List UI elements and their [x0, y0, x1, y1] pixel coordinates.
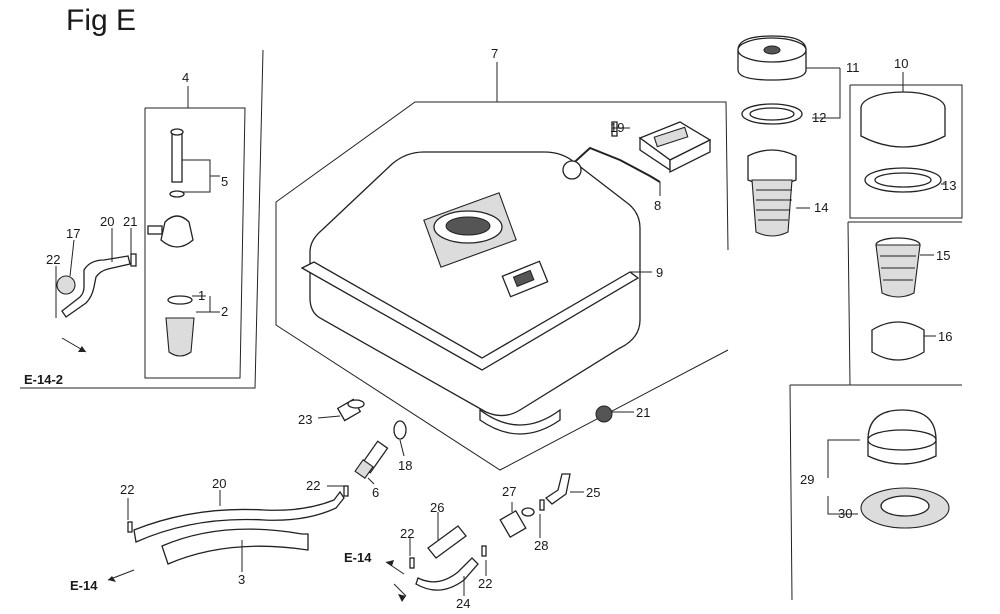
plug-20 — [595, 405, 613, 423]
fuel-valve-assembly — [147, 128, 195, 357]
callout-6: 6 — [372, 485, 379, 500]
hose-21-lower — [133, 490, 345, 543]
callout-1: 1 — [198, 288, 205, 303]
callout-30: 30 — [838, 506, 852, 521]
callout-19: 19 — [610, 120, 624, 135]
callout-21-upper: 20 — [100, 214, 114, 229]
callout-18: 18 — [398, 458, 412, 473]
callout-23: 23 — [298, 412, 312, 427]
washer-18 — [393, 420, 407, 440]
callout-27: 27 — [502, 484, 516, 499]
hose-3 — [161, 528, 309, 565]
callout-9: 9 — [656, 265, 663, 280]
callout-8: 8 — [654, 198, 661, 213]
hose-25 — [544, 473, 571, 505]
fuel-filter-27 — [499, 507, 535, 539]
callout-2: 2 — [221, 304, 228, 319]
callout-22-bottom-mid: 22 — [400, 526, 414, 541]
cap-10 — [860, 91, 946, 193]
callout-22-upper-left: 22 — [46, 252, 60, 267]
callout-4: 4 — [182, 70, 189, 85]
cap-29-30 — [860, 409, 950, 529]
callout-29: 29 — [800, 472, 814, 487]
callout-13: 13 — [942, 178, 956, 193]
callout-15: 15 — [936, 248, 950, 263]
callout-21-lower: 20 — [212, 476, 226, 491]
strainer-14 — [747, 149, 797, 237]
fuel-gauge — [562, 121, 712, 183]
callout-25: 25 — [586, 485, 600, 500]
ref-e-14-left: E-14 — [70, 578, 98, 593]
drain-bolt-23 — [336, 398, 365, 422]
ref-e-14-2: E-14-2 — [24, 372, 63, 387]
small-parts-bottom — [127, 485, 545, 569]
callout-numbers: 4 5 1 2 20 21 17 22 7 19 8 9 11 12 14 10… — [46, 46, 956, 611]
callout-16: 16 — [938, 329, 952, 344]
callout-12: 12 — [812, 110, 826, 125]
hose-24 — [415, 557, 479, 591]
callout-10: 10 — [894, 56, 908, 71]
callout-11: 11 — [846, 60, 860, 75]
callout-22-mid: 22 — [306, 478, 320, 493]
callout-24: 24 — [456, 596, 470, 611]
gasket-12 — [741, 103, 803, 125]
callout-28: 28 — [534, 538, 548, 553]
small-hose-left — [56, 253, 137, 318]
callout-20: 21 — [636, 405, 650, 420]
figure-title: Fig E — [66, 4, 137, 37]
leader-lines — [55, 62, 946, 597]
callout-14: 14 — [814, 200, 828, 215]
callout-22-bottom-left: 22 — [120, 482, 134, 497]
joint-6 — [354, 440, 389, 479]
filler-cap-11 — [737, 35, 807, 81]
reference-arrows: E-14-2 E-14 E-14 — [24, 346, 406, 602]
callout-17: 17 — [66, 226, 80, 241]
callout-5: 5 — [221, 174, 228, 189]
ref-e-14-mid: E-14 — [344, 550, 372, 565]
callout-3: 3 — [238, 572, 245, 587]
strainer-15-16 — [871, 237, 925, 361]
callout-7: 7 — [491, 46, 498, 61]
callout-26: 26 — [430, 500, 444, 515]
fuel-tank — [300, 151, 641, 435]
hose-26 — [427, 525, 467, 559]
frame-lines — [20, 49, 963, 601]
callout-22-bottom-right: 22 — [478, 576, 492, 591]
callout-22-upper-right: 21 — [123, 214, 137, 229]
